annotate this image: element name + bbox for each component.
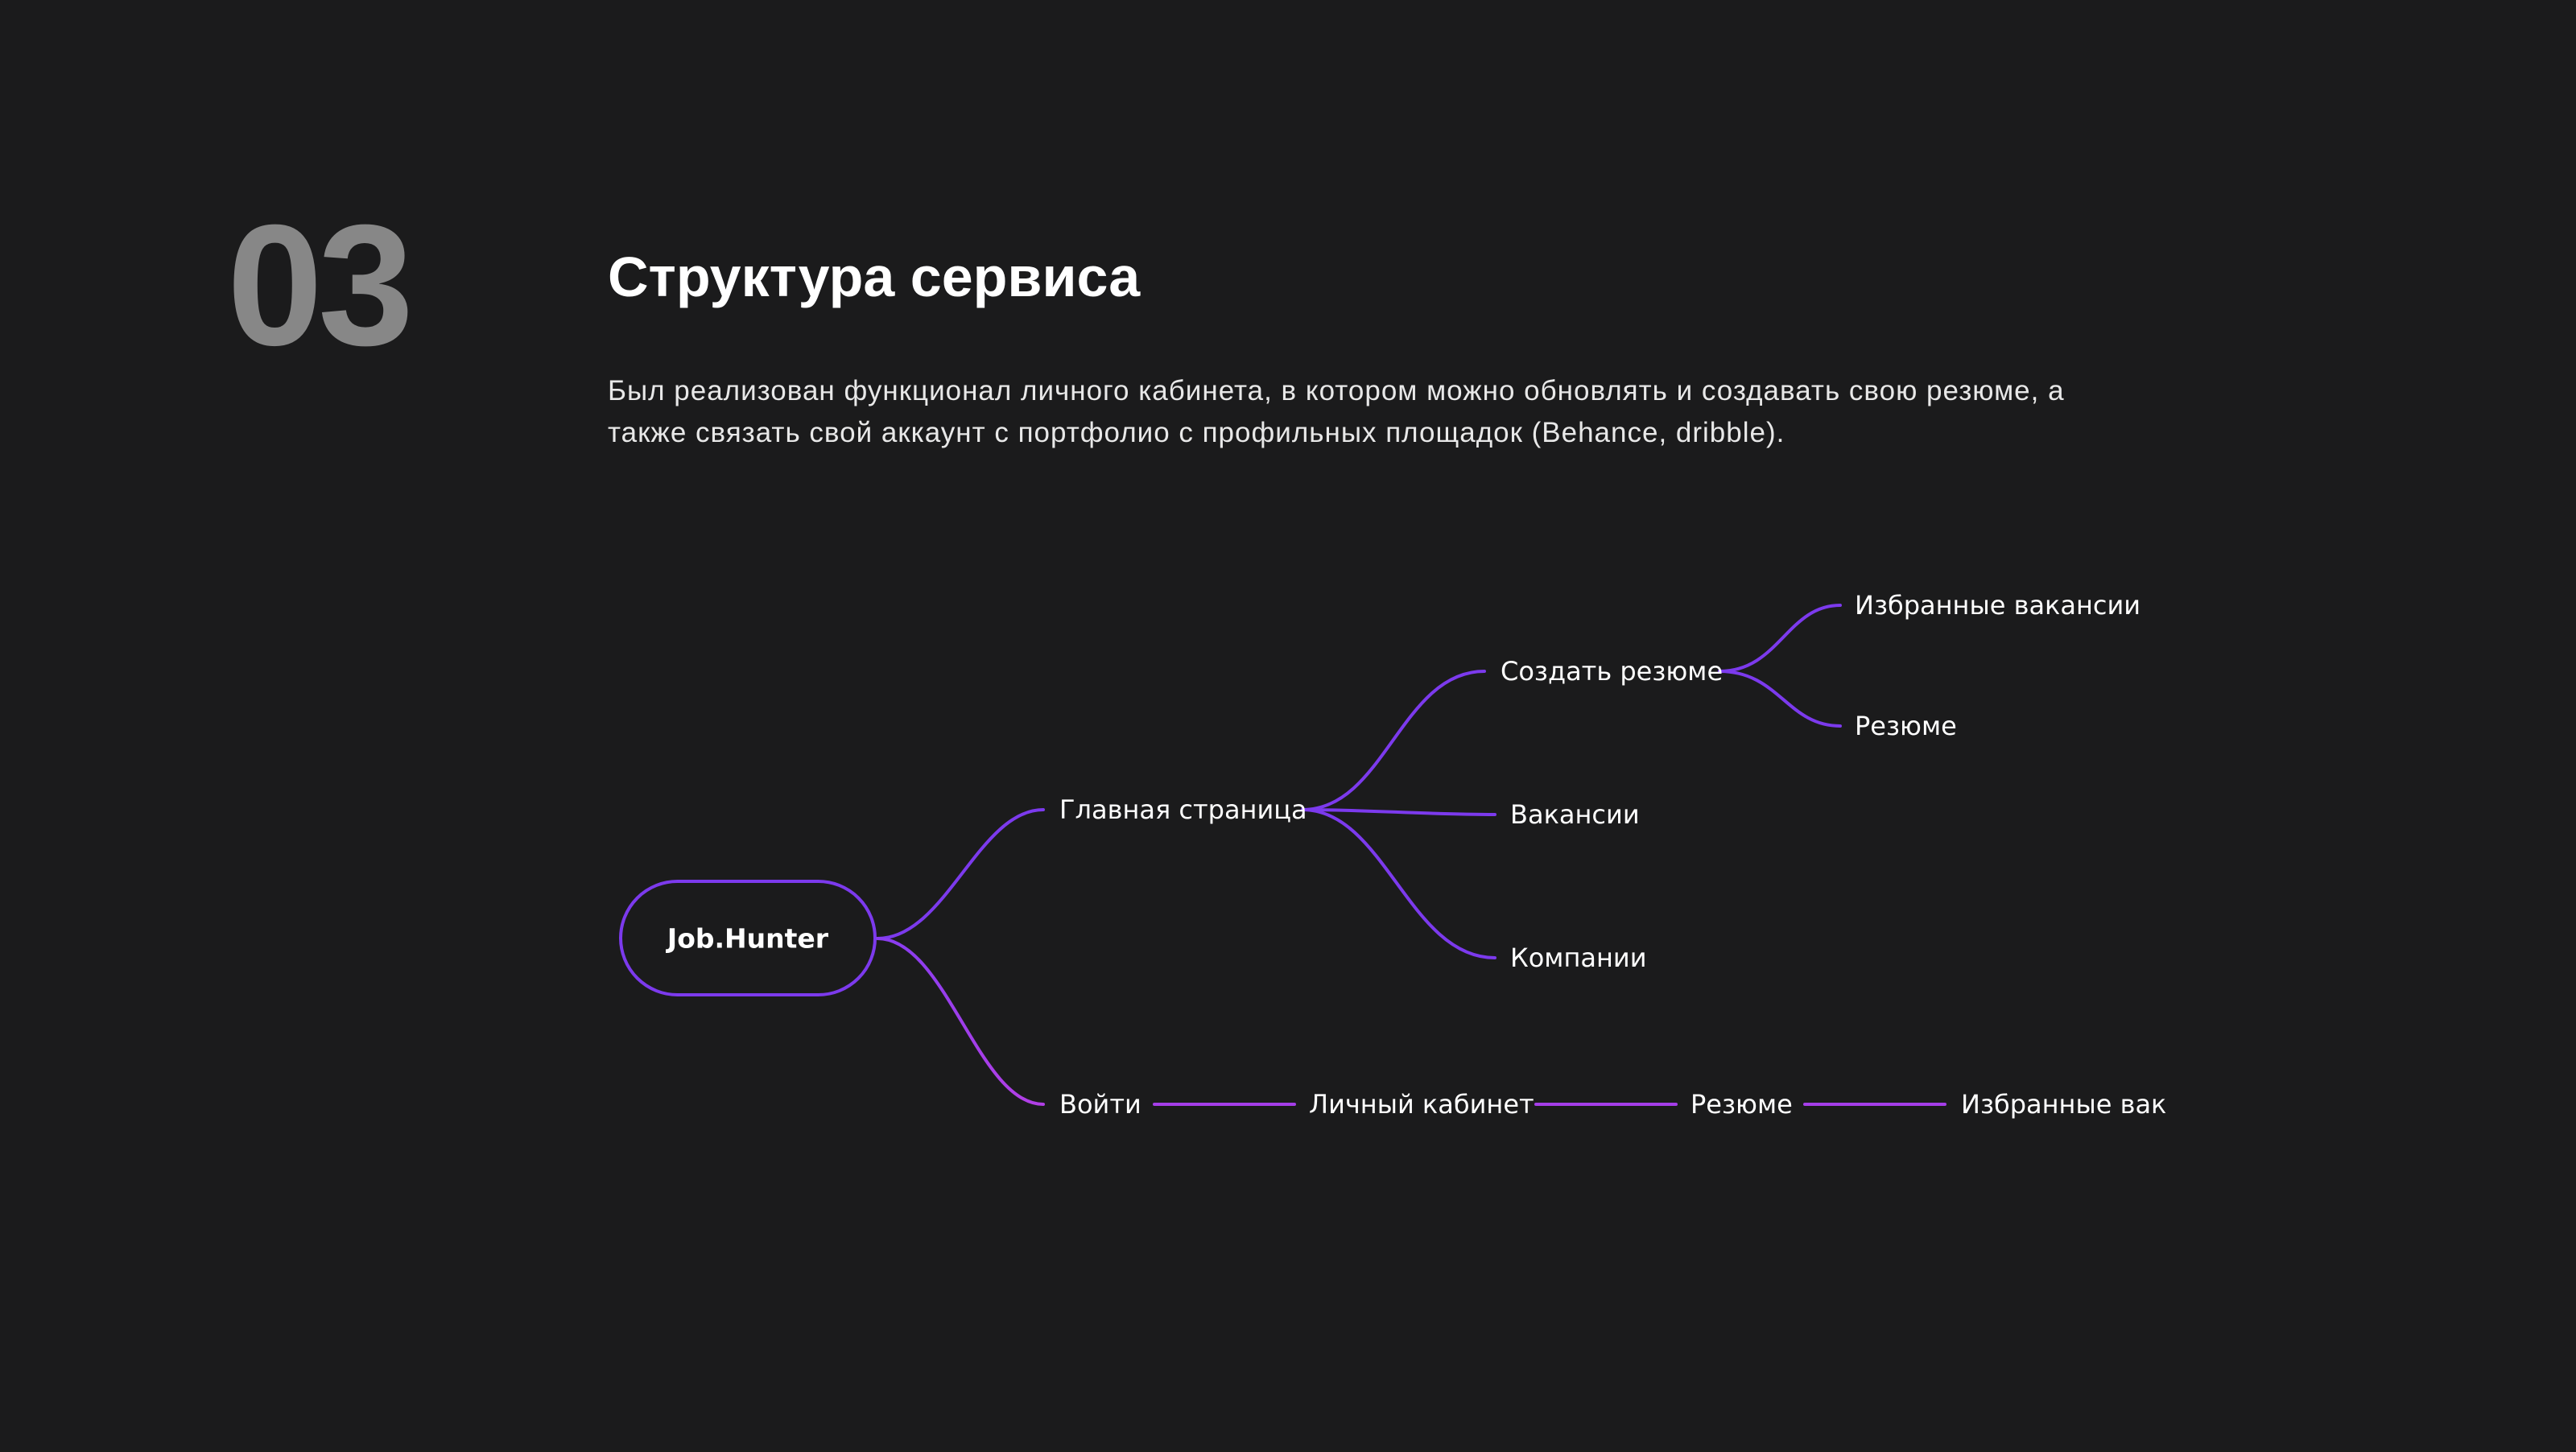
edge-create-resume <box>1718 670 1842 728</box>
node-login-resume[interactable]: Резюме <box>1690 1089 1793 1120</box>
node-create-resume[interactable]: Создать резюме <box>1501 656 1723 687</box>
edge-create-favorites <box>1718 604 1842 673</box>
edge-main-create-resume <box>1301 670 1486 811</box>
description-line-1: Был реализован функционал личного кабине… <box>608 375 2065 406</box>
node-resume[interactable]: Резюме <box>1855 711 1957 741</box>
edge-root-main <box>876 808 1045 940</box>
root-node[interactable] <box>619 880 877 996</box>
edge-root-login <box>876 937 1045 1106</box>
node-login[interactable]: Войти <box>1059 1089 1141 1120</box>
description-line-2: также связать свой аккаунт с портфолио с… <box>608 417 1785 448</box>
section-description: Был реализован функционал личного кабине… <box>608 370 2137 454</box>
node-main-page[interactable]: Главная страница <box>1059 794 1307 825</box>
page-title: Структура сервиса <box>608 245 1141 308</box>
node-personal-account[interactable]: Личный кабинет <box>1309 1089 1534 1120</box>
edge-main-vacancies <box>1301 808 1496 816</box>
root-node-label: Job.Hunter <box>666 923 829 955</box>
section-number: 03 <box>227 189 414 382</box>
node-companies[interactable]: Компании <box>1510 943 1646 973</box>
node-login-favorites[interactable]: Избранные вак <box>1961 1089 2166 1120</box>
edge-main-companies <box>1301 808 1496 959</box>
node-favorite-vacancies[interactable]: Избранные вакансии <box>1855 590 2140 621</box>
node-vacancies[interactable]: Вакансии <box>1510 799 1640 830</box>
